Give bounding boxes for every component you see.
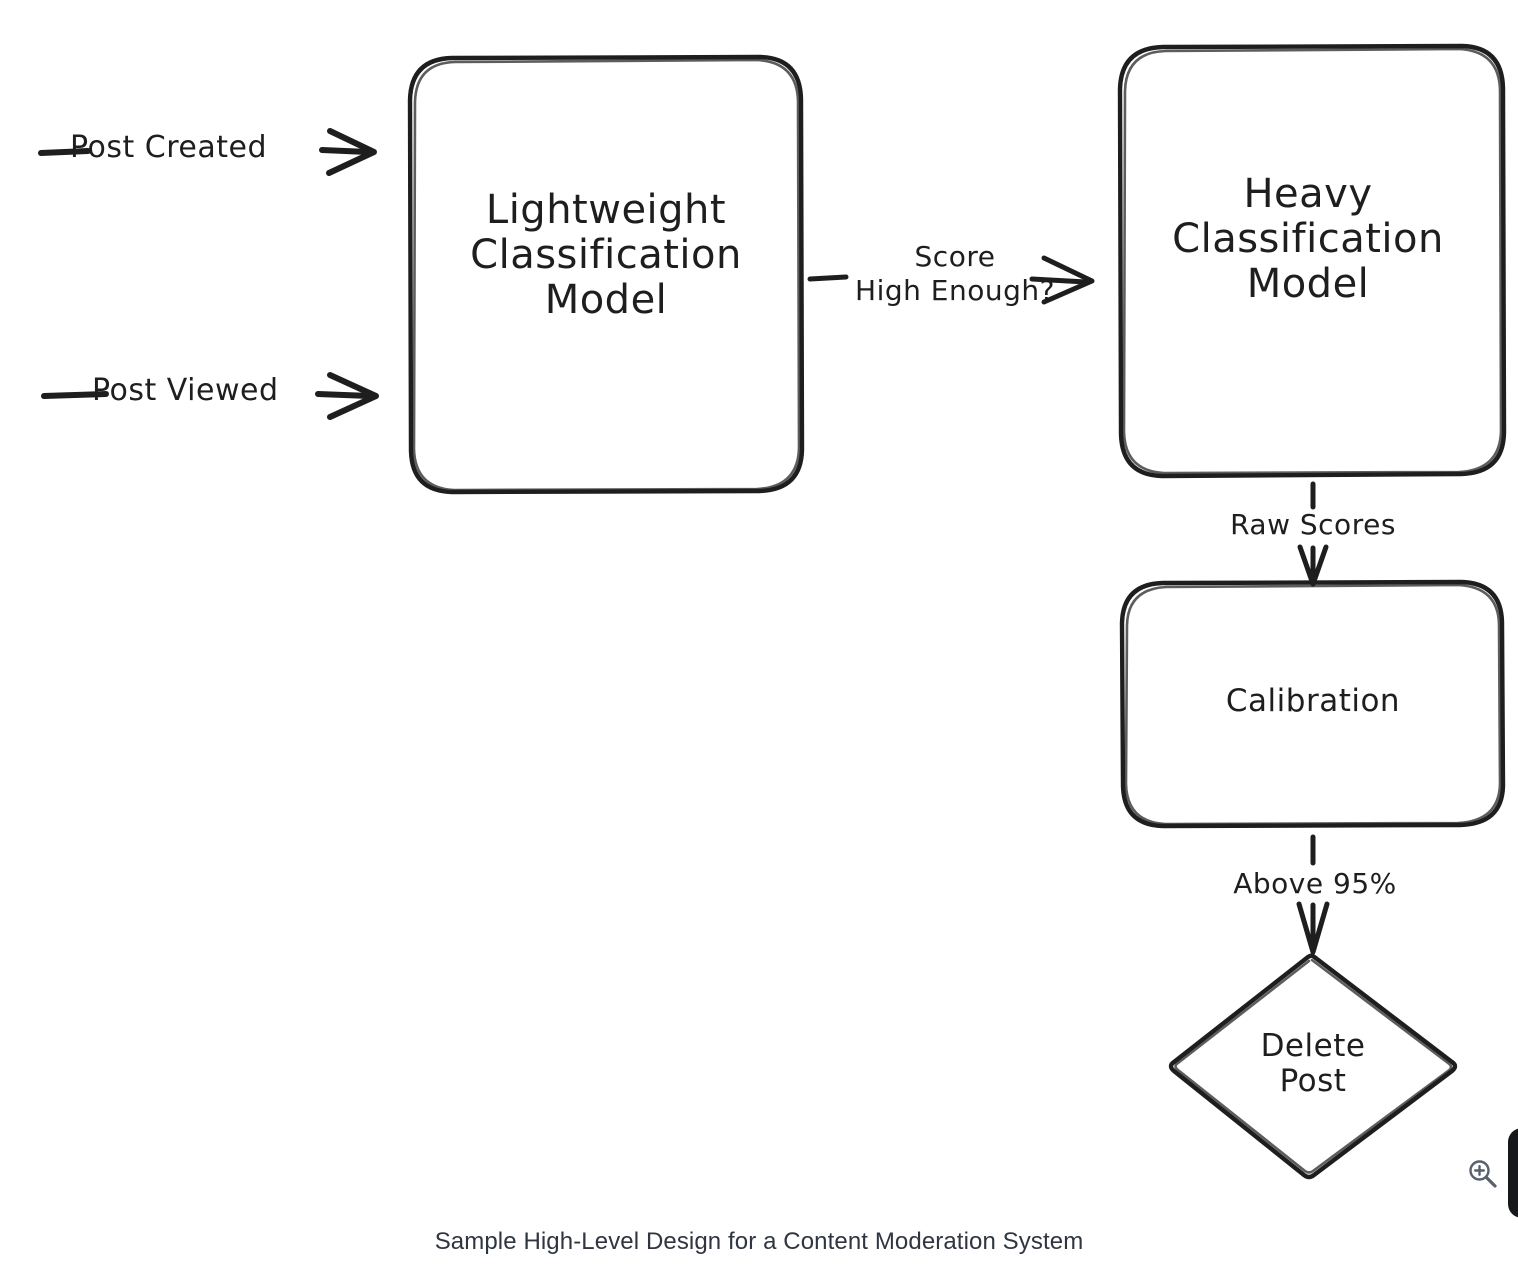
edge-pill[interactable] — [1508, 1128, 1518, 1218]
edge-label-above-95: Above 95% — [1233, 867, 1397, 900]
node-label-delete-post: Delete Post — [1260, 1028, 1366, 1099]
node-heavy-model-shape — [1117, 43, 1507, 479]
node-calibration-shape — [1119, 579, 1506, 829]
edge-post-viewed-stroke — [41, 372, 379, 420]
edge-label-post-created: Post Created — [70, 130, 268, 165]
node-lightweight-model-shape — [407, 54, 805, 495]
edge-label-score-high-enough: Score High Enough? — [855, 240, 1055, 308]
edge-raw-scores-stroke — [1297, 481, 1329, 587]
edge-score-high-enough-stroke — [807, 255, 1095, 305]
node-delete-post-shape — [1168, 953, 1458, 1180]
zoom-in-icon[interactable] — [1466, 1157, 1500, 1191]
node-label-heavy-model: Heavy Classification Model — [1172, 171, 1444, 307]
edge-above-95-stroke — [1296, 834, 1330, 955]
edge-label-post-viewed: Post Viewed — [92, 373, 279, 408]
node-label-lightweight-model: Lightweight Classification Model — [470, 187, 742, 323]
edge-label-raw-scores: Raw Scores — [1230, 508, 1396, 541]
diagram-caption: Sample High-Level Design for a Content M… — [434, 1228, 1084, 1255]
edge-post-created-stroke — [38, 128, 377, 176]
node-label-calibration: Calibration — [1225, 683, 1401, 719]
